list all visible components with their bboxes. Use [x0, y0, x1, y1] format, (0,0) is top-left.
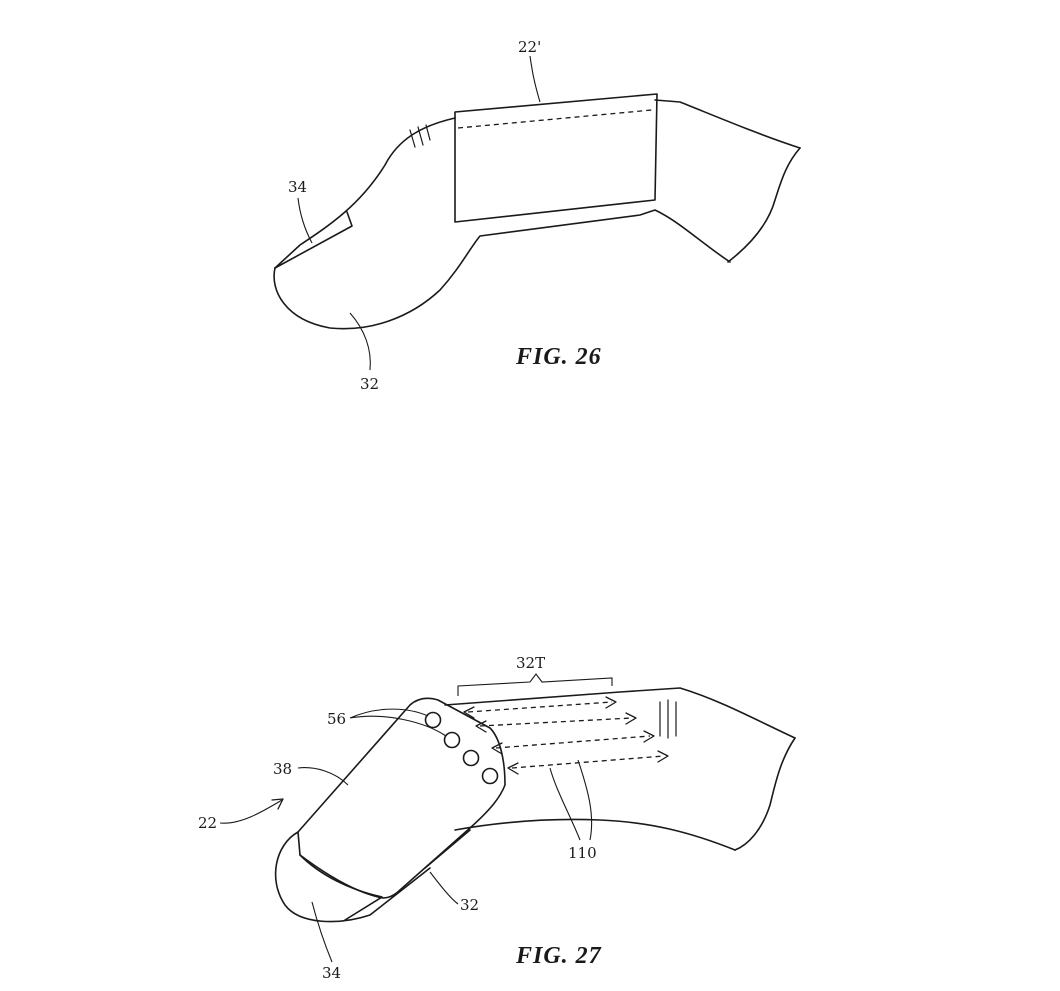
- motion-arrow-4-head-b: [657, 750, 669, 763]
- bracket-32T: [457, 673, 613, 696]
- leader-56: [349, 708, 447, 737]
- motion-arrow-3-head-b: [643, 730, 655, 743]
- motion-arrow-2-head-b: [625, 712, 637, 725]
- knuckle-edge-fig26: [654, 99, 801, 149]
- leader-22-arrowhead: [271, 798, 284, 810]
- finger-outline-fig26: [273, 209, 731, 330]
- motion-arrow-1-head-b: [605, 696, 617, 709]
- band-22-prime: [454, 93, 658, 223]
- motion-arrow-3-head-a: [491, 742, 503, 755]
- label-32-fig26: 32: [360, 375, 379, 393]
- motion-arrow-2-head-a: [475, 720, 487, 733]
- label-32-fig27: 32: [460, 896, 479, 914]
- crease-lines-fig26: [409, 124, 431, 148]
- finger-bottom-edge-fig27: [454, 818, 736, 851]
- leader-34-fig27: [311, 901, 333, 963]
- finger-top-edge-fig26: [274, 117, 456, 269]
- motion-arrow-1: [467, 701, 613, 713]
- leader-38: [297, 767, 349, 786]
- housing-38: [297, 697, 506, 899]
- leader-110: [549, 759, 593, 841]
- motion-arrow-2: [479, 717, 633, 727]
- label-56: 56: [327, 710, 346, 728]
- leader-22-arrow: [219, 799, 283, 824]
- label-38: 38: [273, 760, 292, 778]
- motion-arrow-1-head-a: [463, 706, 475, 719]
- tip-cover-34: [297, 831, 383, 921]
- finger-end-fig26: [727, 147, 801, 263]
- crease-lines-fig27: [659, 699, 677, 739]
- caption-fig27: FIG. 27: [515, 943, 602, 969]
- leader-32-fig26: [349, 312, 371, 371]
- motion-arrow-4: [511, 755, 665, 769]
- figure-26: 22' 34 32 FIG. 26: [273, 38, 801, 393]
- housing-bottom-edge: [424, 829, 471, 869]
- sensor-56-1: [424, 711, 442, 729]
- label-22prime: 22': [518, 38, 541, 56]
- leader-34-fig26: [297, 197, 313, 244]
- figure-27: 32T 56 38 22 110 32 34 FIG. 27: [198, 654, 796, 982]
- sensor-56-3: [462, 749, 480, 767]
- motion-arrow-4-head-a: [507, 762, 519, 775]
- label-34-fig27: 34: [322, 964, 341, 982]
- band-dashed-edge: [457, 109, 653, 129]
- label-34-fig26: 34: [288, 178, 307, 196]
- label-110: 110: [568, 844, 597, 862]
- caption-fig26: FIG. 26: [515, 344, 602, 370]
- sensor-56-4: [481, 767, 499, 785]
- label-22-fig27: 22: [198, 814, 217, 832]
- motion-arrow-3: [495, 735, 651, 749]
- finger-top-edge-fig27: [444, 687, 796, 739]
- label-32T: 32T: [516, 654, 545, 672]
- leader-22prime: [529, 55, 541, 103]
- sensor-56-2: [443, 731, 461, 749]
- fingertip-outline-fig27: [274, 831, 431, 923]
- motion-arrows-110: [463, 696, 669, 775]
- leader-32-fig27: [429, 871, 459, 905]
- sensor-plate-34-fig26: [274, 211, 353, 269]
- finger-end-fig27: [734, 737, 796, 851]
